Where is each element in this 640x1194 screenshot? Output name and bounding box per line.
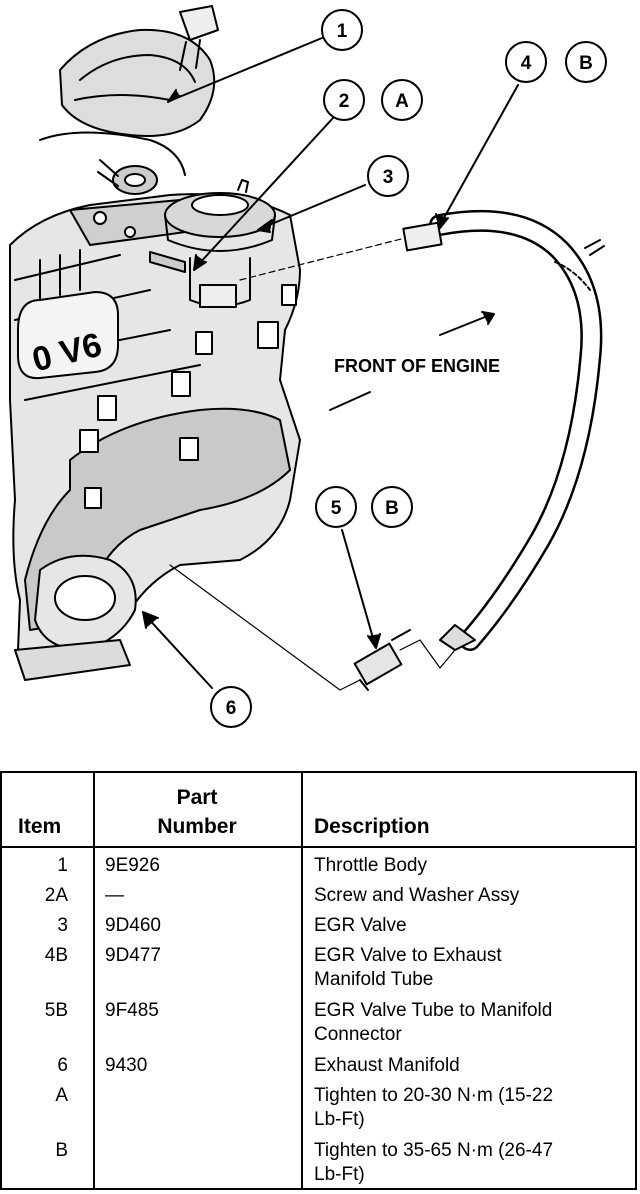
front-of-engine-label: FRONT OF ENGINE bbox=[334, 356, 500, 376]
parts-table: Item Part Number Description 1 9E926 Thr… bbox=[0, 771, 637, 1190]
row-2-item: 2A bbox=[44, 885, 68, 906]
row-3-desc: EGR Valve bbox=[314, 915, 407, 936]
row-2-desc: Screw and Washer Assy bbox=[314, 885, 520, 906]
alignment-lines bbox=[169, 237, 456, 691]
row-a-desc-line2: Lb-Ft) bbox=[314, 1109, 365, 1130]
header-part-line1: Part bbox=[176, 786, 218, 809]
row-5-item: 5B bbox=[44, 1000, 68, 1021]
callout-6: 6 bbox=[210, 686, 252, 728]
row-b-item: B bbox=[55, 1140, 68, 1161]
header-item: Item bbox=[18, 815, 62, 838]
egr-valve-drawing bbox=[149, 179, 276, 308]
row-1-item: 1 bbox=[57, 855, 68, 876]
row-6-part: 9430 bbox=[105, 1055, 148, 1076]
connector-drawing bbox=[353, 629, 411, 691]
row-b-desc-line2: Lb-Ft) bbox=[314, 1164, 365, 1185]
exhaust-manifold-drawing bbox=[14, 407, 291, 681]
row-5-desc-line1: EGR Valve Tube to Manifold bbox=[314, 1000, 553, 1021]
front-arrow bbox=[329, 311, 495, 411]
row-5-part: 9F485 bbox=[105, 1000, 159, 1021]
svg-text:4: 4 bbox=[521, 53, 532, 74]
header-description: Description bbox=[314, 815, 430, 838]
bolts-drawing bbox=[79, 284, 297, 509]
svg-text:1: 1 bbox=[337, 21, 348, 42]
svg-text:3: 3 bbox=[383, 167, 394, 188]
row-6-item: 6 bbox=[57, 1055, 68, 1076]
callout-3: 3 bbox=[367, 155, 409, 197]
svg-text:A: A bbox=[395, 91, 409, 112]
callout-5: 5 B bbox=[315, 486, 413, 528]
row-3-part: 9D460 bbox=[105, 915, 161, 936]
header-divider bbox=[2, 846, 635, 848]
row-3-item: 3 bbox=[57, 915, 68, 936]
row-a-item: A bbox=[55, 1085, 68, 1106]
callout-1: 1 bbox=[321, 9, 363, 51]
row-6-desc: Exhaust Manifold bbox=[314, 1055, 460, 1076]
svg-text:2: 2 bbox=[339, 91, 350, 112]
callout-4: 4 B bbox=[505, 41, 607, 83]
row-1-part: 9E926 bbox=[105, 855, 160, 876]
egr-diagram: 0 V6 bbox=[9, 5, 607, 728]
svg-text:6: 6 bbox=[226, 698, 237, 719]
column-divider bbox=[93, 773, 95, 1188]
row-4-part: 9D477 bbox=[105, 945, 161, 966]
svg-text:B: B bbox=[385, 498, 399, 519]
svg-text:5: 5 bbox=[331, 498, 342, 519]
row-4-item: 4B bbox=[44, 945, 68, 966]
row-4-desc-line1: EGR Valve to Exhaust bbox=[314, 945, 502, 966]
throttle-body-drawing bbox=[39, 5, 219, 195]
row-2-part: — bbox=[105, 885, 124, 906]
callout-2: 2 A bbox=[323, 79, 423, 121]
leader-lines bbox=[142, 37, 519, 689]
row-a-desc-line1: Tighten to 20-30 N·m (15-22 bbox=[314, 1085, 554, 1106]
row-1-desc: Throttle Body bbox=[314, 855, 427, 876]
header-part-line2: Number bbox=[157, 815, 237, 838]
row-b-desc-line1: Tighten to 35-65 N·m (26-47 bbox=[314, 1140, 554, 1161]
egr-tube-drawing bbox=[402, 209, 605, 651]
row-5-desc-line2: Connector bbox=[314, 1024, 402, 1045]
svg-text:B: B bbox=[579, 53, 593, 74]
column-divider bbox=[301, 773, 303, 1188]
row-4-desc-line2: Manifold Tube bbox=[314, 969, 434, 990]
